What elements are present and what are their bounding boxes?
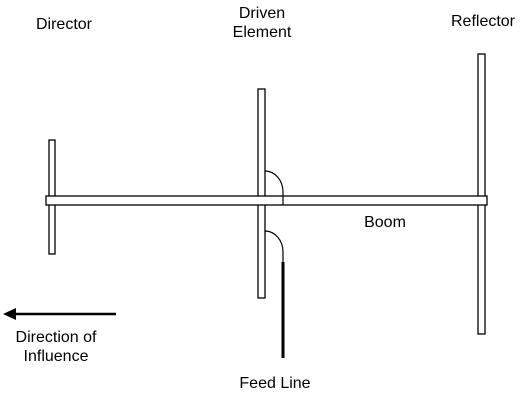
- direction-label-line2: Influence: [23, 348, 89, 365]
- direction-arrow-icon: [3, 308, 116, 320]
- driven-element: [257, 88, 266, 299]
- reflector-label-text: Reflector: [450, 13, 516, 30]
- direction-of-influence-label: Direction of Influence: [0, 328, 112, 366]
- feed-line-label: Feed Line: [220, 374, 330, 393]
- director-label-text: Director: [35, 16, 92, 33]
- reflector-label: Reflector: [438, 12, 528, 31]
- feed-connection-upper: [264, 170, 284, 205]
- director-label: Director: [24, 15, 104, 34]
- boom-label: Boom: [352, 213, 418, 232]
- driven-element-label-line1: Driven: [238, 5, 286, 22]
- reflector-element: [477, 53, 486, 335]
- boom: [45, 195, 488, 206]
- direction-label-line1: Direction of: [15, 329, 97, 346]
- boom-label-text: Boom: [364, 214, 406, 231]
- feed-line-label-text: Feed Line: [239, 375, 311, 392]
- feed-connection-lower: [264, 230, 284, 262]
- driven-element-label-line2: Element: [232, 24, 292, 41]
- driven-element-label: Driven Element: [212, 4, 312, 42]
